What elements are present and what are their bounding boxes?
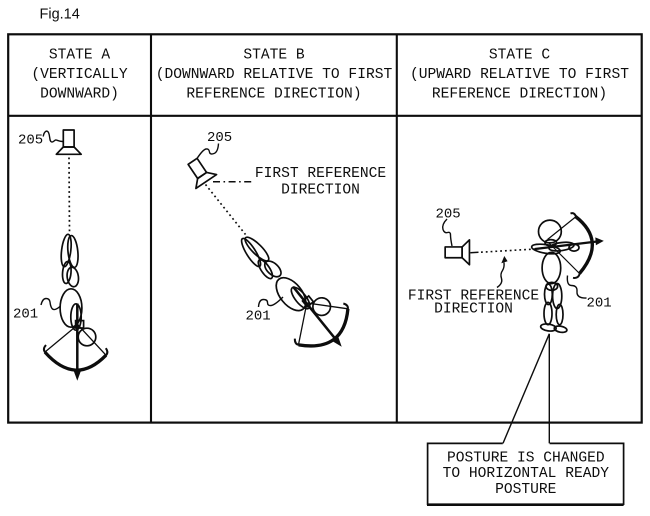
svg-text:201: 201 xyxy=(246,309,271,325)
svg-text:STATE C: STATE C xyxy=(489,48,551,64)
svg-text:201: 201 xyxy=(587,296,612,312)
svg-text:POSTURE: POSTURE xyxy=(495,482,556,498)
svg-text:FIRST REFERENCE: FIRST REFERENCE xyxy=(408,289,539,305)
svg-text:STATE A: STATE A xyxy=(49,48,111,64)
svg-text:205: 205 xyxy=(436,207,461,223)
svg-text:POSTURE IS CHANGED: POSTURE IS CHANGED xyxy=(447,451,605,467)
svg-text:DIRECTION: DIRECTION xyxy=(281,183,360,199)
svg-text:Fig.14: Fig.14 xyxy=(40,6,80,22)
svg-text:(UPWARD RELATIVE TO FIRST: (UPWARD RELATIVE TO FIRST xyxy=(410,67,629,83)
svg-text:(VERTICALLY: (VERTICALLY xyxy=(31,67,128,83)
svg-text:FIRST REFERENCE: FIRST REFERENCE xyxy=(255,166,386,182)
svg-text:TO HORIZONTAL READY: TO HORIZONTAL READY xyxy=(443,466,610,482)
svg-text:205: 205 xyxy=(207,130,232,146)
svg-text:REFERENCE DIRECTION): REFERENCE DIRECTION) xyxy=(186,87,361,103)
svg-text:205: 205 xyxy=(18,133,43,149)
svg-text:DIRECTION: DIRECTION xyxy=(434,301,513,317)
svg-text:STATE B: STATE B xyxy=(243,48,305,64)
svg-text:201: 201 xyxy=(13,307,38,323)
svg-text:(DOWNWARD RELATIVE TO FIRST: (DOWNWARD RELATIVE TO FIRST xyxy=(156,67,393,83)
svg-text:DOWNWARD): DOWNWARD) xyxy=(40,87,119,103)
svg-text:REFERENCE DIRECTION): REFERENCE DIRECTION) xyxy=(432,87,607,103)
